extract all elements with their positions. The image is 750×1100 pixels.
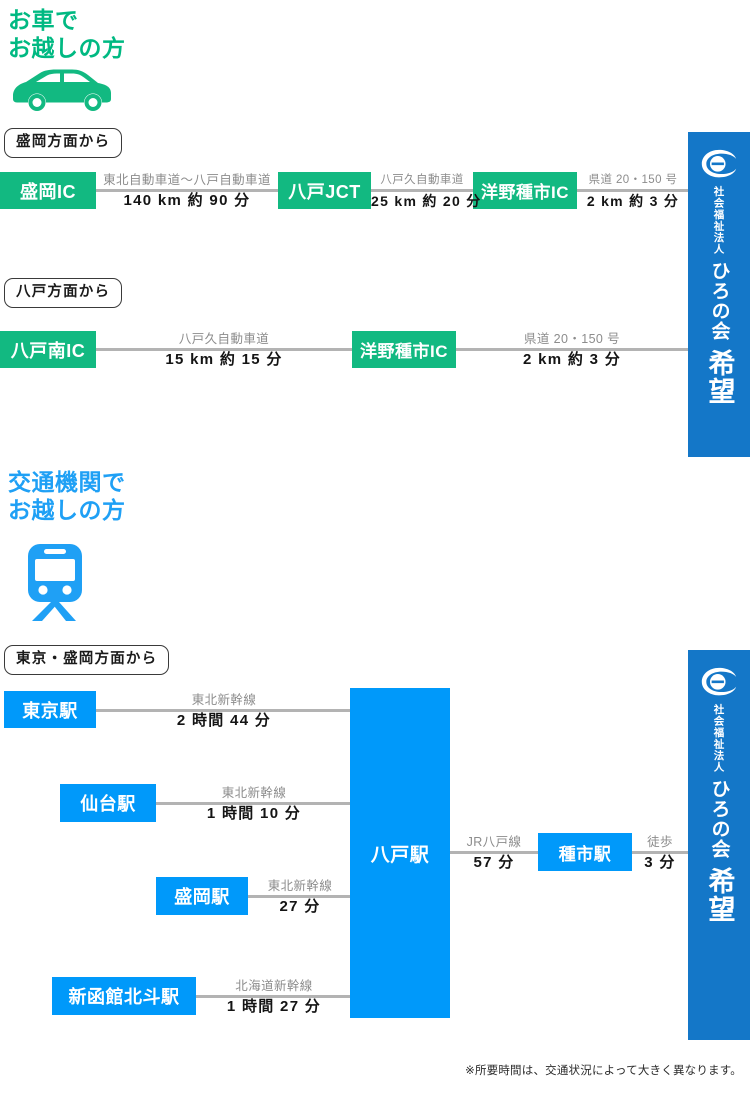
segment-route-label: 八戸久自動車道 — [380, 174, 464, 186]
segment-hachinohejct-taneichi: 八戸久自動車道 25 km 約 20 分 — [371, 173, 482, 211]
segment-time-label: 27 分 — [279, 898, 321, 915]
segment-route-label: 北海道新幹線 — [235, 979, 313, 993]
train-line-hakodate — [190, 995, 360, 998]
segment-time-label: 57 分 — [473, 854, 515, 871]
car-icon — [13, 69, 111, 111]
train-section-heading: 交通機関で お越しの方 — [8, 469, 126, 523]
banner-org-name: ひろの会 — [708, 261, 730, 341]
train-line-morioka — [240, 895, 360, 898]
segment-time-label: 1 時間 27 分 — [226, 998, 322, 1015]
node-sendai-station[interactable]: 仙台駅 — [60, 784, 156, 822]
from-label-hachinohe: 八戸方面から — [4, 278, 123, 308]
banner-facility-name: 希望 — [703, 867, 735, 923]
from-label-morioka: 盛岡方面から — [4, 128, 123, 158]
segment-route-label: JR八戸線 — [466, 835, 522, 849]
route1-line — [90, 189, 730, 192]
segment-hakodate-hachinohe: 北海道新幹線 1 時間 27 分 — [196, 979, 352, 1017]
circle-arrow-logo-icon — [701, 667, 737, 696]
segment-hachinoheminami-taneichi: 八戸久自動車道 15 km 約 15 分 — [96, 332, 352, 370]
from-label-tokyo-morioka: 東京・盛岡方面から — [4, 645, 170, 675]
node-morioka-station[interactable]: 盛岡駅 — [156, 877, 248, 915]
node-shinhakodatehokuto-station[interactable]: 新函館北斗駅 — [52, 977, 196, 1015]
node-taneichi-station[interactable]: 種市駅 — [538, 833, 632, 871]
segment-time-label: 15 km 約 15 分 — [165, 351, 283, 368]
banner-org-name: ひろの会 — [708, 779, 730, 859]
node-hachinohe-jct[interactable]: 八戸JCT — [278, 172, 371, 209]
train-icon — [28, 544, 82, 621]
segment-sendai-hachinohe: 東北新幹線 1 時間 10 分 — [156, 786, 352, 824]
segment-route-label: 東北新幹線 — [267, 879, 333, 893]
banner-corp-type: 社会福祉法人 — [712, 186, 725, 255]
segment-route-label: 東北新幹線 — [191, 693, 257, 707]
segment-route-label: 東北自動車道～八戸自動車道 — [103, 173, 271, 187]
segment-time-label: 2 km 約 3 分 — [586, 193, 680, 209]
destination-banner-top: 社会福祉法人 ひろの会 希望 — [688, 132, 750, 457]
segment-time-label: 2 km 約 3 分 — [522, 351, 622, 368]
segment-tokyo-hachinohe: 東北新幹線 2 時間 44 分 — [96, 693, 352, 731]
train-line-sendai — [150, 802, 360, 805]
train-line-tokyo — [90, 709, 360, 712]
banner-corp-type: 社会福祉法人 — [712, 704, 725, 773]
segment-route-label: 県道 20・150 号 — [523, 332, 621, 346]
segment-time-label: 140 km 約 90 分 — [123, 192, 251, 209]
segment-time-label: 2 時間 44 分 — [176, 712, 272, 729]
segment-taneichi-goal-1: 県道 20・150 号 2 km 約 3 分 — [577, 173, 689, 211]
segment-time-label: 3 分 — [644, 854, 676, 871]
banner-facility-name: 希望 — [703, 349, 735, 405]
segment-morioka-hachinohe: 東北新幹線 27 分 — [248, 879, 352, 917]
car-section-heading: お車で お越しの方 — [8, 7, 126, 61]
segment-hachinohe-taneichi: JR八戸線 57 分 — [450, 835, 538, 873]
segment-route-label: 八戸久自動車道 — [178, 332, 270, 346]
footnote-text: ※所要時間は、交通状況によって大きく異なります。 — [465, 1065, 742, 1077]
segment-morioka-hachinohejct: 東北自動車道～八戸自動車道 140 km 約 90 分 — [96, 173, 278, 211]
node-tokyo-station[interactable]: 東京駅 — [4, 691, 96, 728]
segment-time-label: 25 km 約 20 分 — [371, 193, 482, 209]
segment-taneichi-goal-2: 県道 20・150 号 2 km 約 3 分 — [456, 332, 688, 370]
segment-taneichi-walk: 徒歩 3 分 — [632, 835, 688, 873]
circle-arrow-logo-icon — [701, 149, 737, 178]
segment-route-label: 東北新幹線 — [221, 786, 287, 800]
segment-route-label: 徒歩 — [647, 835, 673, 849]
node-morioka-ic[interactable]: 盛岡IC — [0, 172, 96, 209]
destination-banner-bottom: 社会福祉法人 ひろの会 希望 — [688, 650, 750, 1040]
node-hirono-taneichi-ic-2[interactable]: 洋野種市IC — [352, 331, 456, 368]
segment-time-label: 1 時間 10 分 — [206, 805, 302, 822]
node-hachinohe-station-hub[interactable]: 八戸駅 — [350, 688, 450, 1018]
node-hirono-taneichi-ic-1[interactable]: 洋野種市IC — [473, 172, 577, 209]
node-hachinohe-minami-ic[interactable]: 八戸南IC — [0, 331, 96, 368]
segment-route-label: 県道 20・150 号 — [588, 174, 678, 186]
